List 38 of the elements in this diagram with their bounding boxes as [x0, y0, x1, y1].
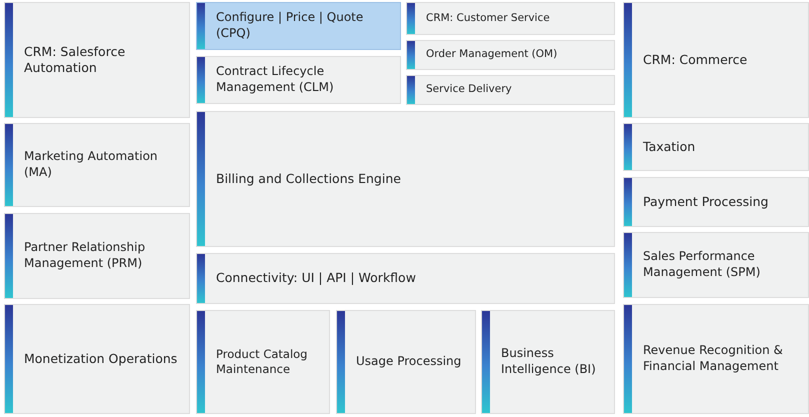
module-box: [196, 56, 401, 104]
module-box: [4, 123, 190, 207]
module-box: [623, 123, 809, 171]
module-label: Order Management (OM): [426, 48, 558, 62]
module-box: [336, 310, 476, 414]
module-box: [4, 304, 190, 414]
module-label: Marketing Automation (MA): [24, 149, 159, 181]
module-box: [623, 232, 809, 298]
module-label: Product Catalog Maintenance: [216, 347, 308, 377]
module-label: Revenue Recognition & Financial Management: [643, 343, 784, 375]
module-label: Payment Processing: [643, 194, 768, 210]
module-box: [623, 177, 809, 227]
module-box: [196, 111, 615, 247]
module-label: Monetization Operations: [24, 350, 178, 368]
module-box: [481, 310, 615, 414]
module-label: Taxation: [643, 138, 696, 156]
module-label: Usage Processing: [356, 354, 462, 370]
module-label: CRM: Salesforce Automation: [24, 44, 126, 76]
module-box: [406, 75, 615, 105]
module-box: [623, 2, 809, 118]
module-box: [196, 2, 401, 50]
module-box: [623, 304, 809, 414]
module-box: [406, 40, 615, 70]
module-label: Sales Performance Management (SPM): [643, 249, 762, 281]
module-box: [4, 2, 190, 118]
module-label: Partner Relationship Management (PRM): [24, 240, 146, 272]
module-box: [196, 253, 615, 304]
module-label: Configure | Price | Quote (CPQ): [216, 10, 364, 42]
module-label: Connectivity: UI | API | Workflow: [216, 270, 416, 287]
module-label: Contract Lifecycle Management (CLM): [216, 64, 335, 96]
module-box: [196, 310, 330, 414]
module-label: CRM: Commerce: [643, 52, 748, 68]
module-label: CRM: Customer Service: [426, 12, 550, 26]
module-label: Business Intelligence (BI): [501, 346, 597, 378]
module-box: [4, 213, 190, 299]
module-label: Service Delivery: [426, 83, 512, 97]
module-label: Billing and Collections Engine: [216, 170, 401, 188]
module-box: [406, 2, 615, 35]
